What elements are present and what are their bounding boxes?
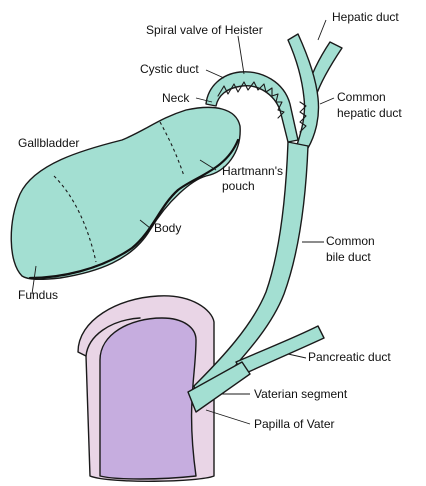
label-common-bile-line2: bile duct [326, 250, 371, 264]
biliary-ducts [187, 33, 343, 413]
gallbladder-bottom-edge [28, 138, 240, 280]
label-common-hepatic-line1: Common [337, 90, 386, 104]
leader-body [139, 219, 151, 229]
label-hepatic-duct: Hepatic duct [332, 10, 399, 24]
label-spiral-valve: Spiral valve of Heister [146, 23, 263, 37]
leader-spiral-valve [237, 35, 245, 75]
vaterian-segment [187, 361, 251, 413]
label-hartmann-line2: pouch [222, 179, 255, 193]
leader-papilla [205, 409, 251, 425]
common-hepatic-inner-fold [299, 101, 307, 133]
leader-pancreatic [287, 353, 307, 359]
label-cystic-duct: Cystic duct [140, 62, 199, 76]
leader-neck [195, 97, 213, 103]
cystic-duct [205, 71, 299, 143]
leader-cystic-duct [205, 69, 225, 79]
label-gallbladder: Gallbladder [18, 136, 79, 150]
label-common-hepatic-line2: hepatic duct [337, 106, 402, 120]
label-fundus: Fundus [18, 288, 58, 302]
label-vaterian-segment: Vaterian segment [254, 387, 348, 401]
gallbladder-body [10, 106, 241, 281]
label-papilla-of-vater: Papilla of Vater [254, 417, 335, 431]
duodenum [77, 295, 215, 482]
leader-lines [31, 19, 335, 425]
leader-fundus [31, 265, 37, 295]
leader-hepatic-duct [317, 19, 327, 41]
duodenum-inner-rim [85, 317, 141, 357]
neck-segment-line [159, 121, 185, 177]
body-segment-line [53, 175, 97, 263]
labels: Spiral valve of Heister Hepatic duct Cys… [18, 10, 402, 431]
label-body: Body [154, 221, 181, 235]
label-common-bile-line1: Common [326, 234, 375, 248]
label-hartmann-line1: Hartmann's [222, 164, 283, 178]
pancreatic-duct [235, 325, 325, 375]
label-neck: Neck [162, 91, 190, 105]
spiral-valve-of-heister [217, 81, 285, 119]
leader-hartmann [199, 159, 217, 171]
leader-common-hepatic [319, 97, 335, 105]
gallbladder [10, 106, 241, 281]
label-pancreatic-duct: Pancreatic duct [308, 350, 391, 364]
duodenum-lumen [99, 317, 197, 480]
